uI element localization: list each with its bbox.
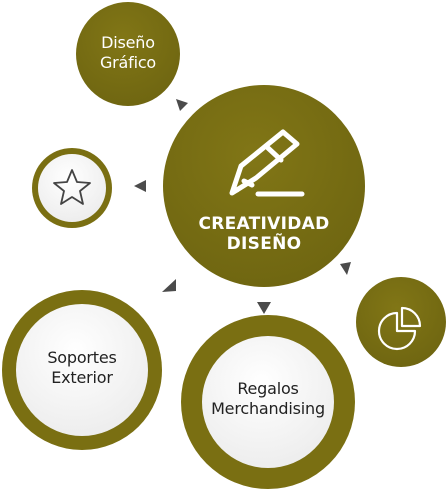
soportes-exterior-inner bbox=[16, 304, 148, 436]
pie-chart-icon bbox=[377, 306, 422, 351]
diseno-grafico-label: Diseño Gráfico bbox=[99, 33, 157, 72]
arrow-to-diseno-grafico bbox=[176, 99, 188, 111]
regalos-merchandising-label: Regalos Merchandising bbox=[211, 379, 325, 418]
arrow-to-pie bbox=[340, 262, 351, 275]
center-title-line1: CREATIVIDAD bbox=[198, 214, 330, 234]
pencil-icon bbox=[229, 129, 305, 197]
arrow-to-regalos bbox=[257, 302, 271, 314]
star-circle-inner bbox=[38, 154, 106, 222]
arrow-to-star bbox=[134, 180, 146, 192]
diseno-grafico-circle[interactable] bbox=[76, 2, 180, 106]
center-title-line2: DISEÑO bbox=[226, 234, 302, 255]
arrow-to-soportes bbox=[162, 279, 176, 292]
regalos-merchandising-inner bbox=[202, 336, 334, 468]
center-title: CREATIVIDAD DISEÑO bbox=[194, 214, 334, 254]
soportes-exterior-label: Soportes Exterior bbox=[47, 348, 117, 387]
star-icon bbox=[53, 169, 91, 205]
center-circle bbox=[163, 85, 365, 287]
